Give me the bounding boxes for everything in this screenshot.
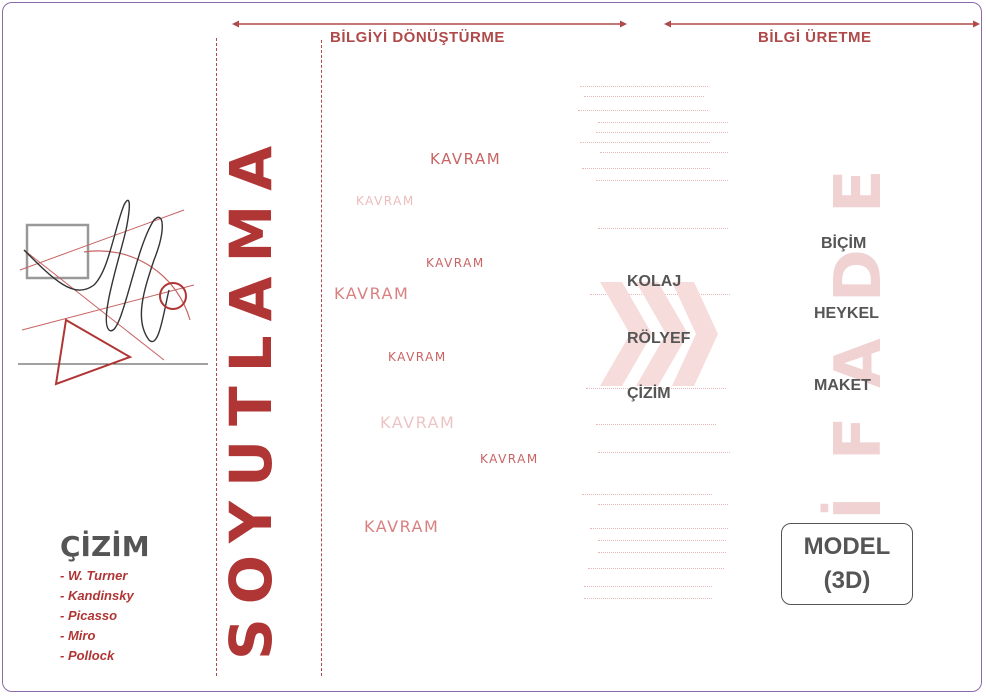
abstract-drawing-illustration (14, 190, 214, 390)
artist-pollock: - Pollock (60, 646, 134, 666)
kolaj-label: KOLAJ (627, 273, 681, 291)
cizim-label: ÇİZİM (627, 385, 671, 403)
kavram-word-5: KAVRAM (388, 350, 447, 364)
rolyef-label: RÖLYEF (627, 330, 690, 348)
header-bilgi-uretme: BİLGİ ÜRETME (758, 29, 872, 46)
artist-picasso: - Picasso (60, 606, 134, 626)
right-dashed-divider (321, 40, 322, 676)
artist-turner: - W. Turner (60, 566, 134, 586)
cizim-title: ÇİZİM (60, 530, 150, 563)
model-3d-label: (3D) (782, 564, 912, 598)
kavram-word-2: KAVRAM (356, 194, 415, 208)
kavram-word-6: KAVRAM (380, 413, 455, 432)
soyutlama-vertical-text: SOYUTLAMA (217, 132, 285, 660)
kavram-word-1: KAVRAM (430, 150, 501, 168)
kavram-word-4: KAVRAM (334, 284, 409, 303)
artist-list: - W. Turner - Kandinsky - Picasso - Miro… (60, 566, 134, 666)
model-label: MODEL (782, 530, 912, 564)
artist-kandinsky: - Kandinsky (60, 586, 134, 606)
kavram-word-3: KAVRAM (426, 256, 485, 270)
right-header-arrow (664, 20, 980, 28)
maket-label: MAKET (814, 377, 871, 395)
kavram-word-7: KAVRAM (480, 452, 539, 466)
bicim-label: BİÇİM (821, 235, 866, 253)
artist-miro: - Miro (60, 626, 134, 646)
model-3d-box: MODEL (3D) (781, 523, 913, 605)
heykel-label: HEYKEL (814, 305, 879, 323)
header-bilgiyi-donusturme: BİLGİYİ DÖNÜŞTÜRME (330, 29, 505, 46)
kavram-word-8: KAVRAM (364, 517, 439, 536)
ifade-vertical-text: İFADE (822, 133, 896, 520)
left-header-arrow (232, 20, 627, 26)
